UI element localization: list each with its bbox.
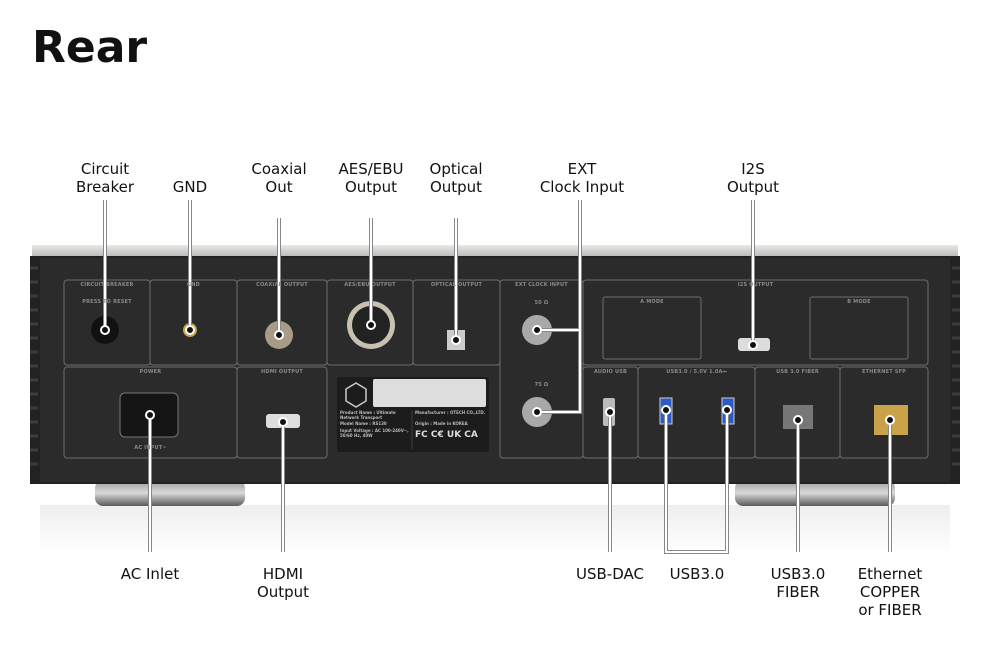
panel-circuit-breaker: CIRCUIT BREAKER [80,282,134,288]
panel-sections [63,279,929,459]
callout-aes-ebu-output: AES/EBU Output [338,160,404,196]
panel-75-ohm: 75 Ω [534,382,549,388]
callout-coaxial-out: Coaxial Out [251,160,307,196]
callout-hdmi-output: HDMI Output [256,565,310,601]
panel-optical: OPTICAL OUTPUT [430,282,483,288]
callout-i2s-output: I2S Output [726,160,780,196]
callout-usb3-fiber: USB3.0 FIBER [770,565,826,601]
foot-right [735,480,895,506]
panel-a-mode: A MODE [640,299,664,305]
panel-50-ohm: 50 Ω [534,300,549,306]
label-manufacturer: Manufacturer : OTECH CO.,LTD. [415,410,486,415]
panel-b-mode: B MODE [847,299,871,305]
callout-ethernet: Ethernet COPPER or FIBER [857,565,923,619]
label-product: Product Name : Ultimate Network Transpor… [340,410,396,420]
panel-usb-fiber: USB 3.0 FIBER [776,369,819,375]
callout-usb3: USB3.0 [669,565,725,583]
label-origin: Origin : Made in KOREA [415,421,468,426]
reflection [40,505,950,555]
panel-ac-input: AC INPUT~ [134,445,167,451]
panel-usb30: USB3.0 / 5.0V 1.0A⎓ [666,369,727,375]
panel-power: POWER [139,369,162,375]
panel-i2s: I2S OUTPUT [737,282,774,288]
page-title: Rear [32,22,148,73]
panel-gnd: GND [186,282,201,288]
heatsink-fins [30,266,960,466]
brand-logo [345,382,367,408]
panel-aes: AES/EBU OUTPUT [344,282,396,288]
callout-usb-dac: USB-DAC [576,565,644,583]
panel-audio-usb: AUDIO USB [593,369,628,375]
callout-lines [104,200,891,553]
foot-left [95,480,245,506]
callout-dots [100,320,895,427]
callout-ext-clock-input: EXT Clock Input [539,160,625,196]
panel-coaxial: COAXIAL OUTPUT [256,282,308,288]
panel-ethernet-sfp: ETHERNET SFP [861,369,907,375]
product-label-blank [373,379,486,407]
callout-ac-inlet: AC Inlet [120,565,180,583]
panel-ext-clock: EXT CLOCK INPUT [515,282,568,288]
label-voltage: Input Voltage : AC 100-240V~, 50/60 Hz, … [340,428,409,438]
panel-hdmi: HDMI OUTPUT [261,369,303,375]
callout-optical-output: Optical Output [429,160,483,196]
callout-gnd: GND [172,178,208,196]
panel-press-to-reset: PRESS TO RESET [82,299,132,305]
callout-circuit-breaker: Circuit Breaker [75,160,135,196]
label-model: Model Name : RS130 [340,421,387,426]
top-cover [32,245,958,257]
label-certifications: FC C€ UK CA [415,430,478,440]
